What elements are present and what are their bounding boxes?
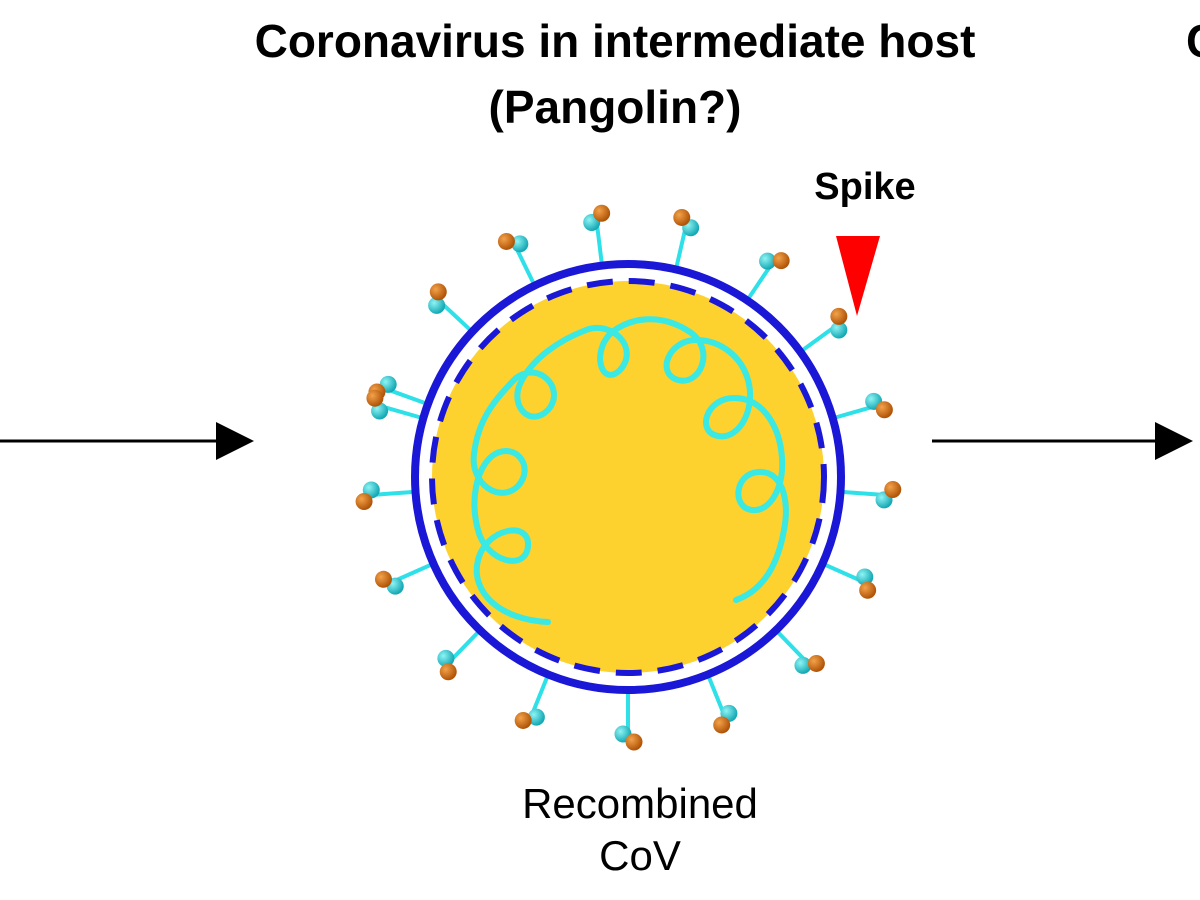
spike-protein xyxy=(514,674,550,729)
spike-stalk xyxy=(531,674,550,712)
spike-protein xyxy=(355,481,415,510)
spike-stalk xyxy=(822,562,860,582)
inner-membrane xyxy=(429,278,827,676)
spike-label: Spike xyxy=(814,166,916,208)
spike-stalk xyxy=(442,303,473,333)
spike-head-part xyxy=(374,570,392,588)
spike-stalk xyxy=(799,327,834,353)
spike-head-part xyxy=(439,663,457,681)
spike-head-part xyxy=(713,716,731,734)
spike-stalk xyxy=(396,562,434,582)
spike-head-part xyxy=(497,232,515,250)
spike-stalk xyxy=(833,405,871,420)
spike-head-part xyxy=(830,307,848,325)
spike-pointer-icon xyxy=(836,236,880,316)
title-line-1: Coronavirus in intermediate host xyxy=(254,15,976,67)
spike-protein xyxy=(833,392,893,420)
spike-protein xyxy=(366,389,423,420)
spike-head-part xyxy=(759,252,777,270)
spike-stalk xyxy=(376,489,415,497)
spike-protein xyxy=(374,562,434,595)
spike-head-part xyxy=(428,296,446,314)
spike-protein xyxy=(775,629,825,674)
virus-particle xyxy=(411,260,845,694)
spike-head-part xyxy=(884,481,902,499)
spike-head-part xyxy=(437,649,455,667)
spike-stalk xyxy=(674,231,687,269)
spike-protein xyxy=(799,307,848,353)
diagram-title: Coronavirus in intermediate host (Pangol… xyxy=(0,8,1200,140)
spike-protein xyxy=(822,562,877,599)
caption-line-1: Recombined xyxy=(522,780,758,827)
spike-head-part xyxy=(429,283,447,301)
spike-head-part xyxy=(807,654,825,672)
spike-stalk xyxy=(746,266,771,301)
rna-genome xyxy=(470,316,789,625)
spike-stalk xyxy=(706,674,725,712)
spike-head-part xyxy=(830,321,848,339)
spike-head-part xyxy=(625,733,643,751)
spike-stalk xyxy=(385,405,423,420)
spike-head-part xyxy=(511,235,529,253)
left-arrow-icon xyxy=(0,422,254,460)
spike-head-part xyxy=(371,402,389,420)
title-line-2: (Pangolin?) xyxy=(488,81,742,133)
spike-protein xyxy=(437,629,481,681)
spike-protein xyxy=(706,674,738,734)
spike-stalk xyxy=(841,489,880,497)
spike-head-part xyxy=(859,581,877,599)
spike-protein xyxy=(841,481,902,509)
spike-protein xyxy=(497,232,536,286)
caption-line-2: CoV xyxy=(599,832,681,879)
spike-head-part xyxy=(856,568,874,586)
spike-head-part xyxy=(527,708,545,726)
spike-protein xyxy=(614,691,643,751)
particle-caption: Recombined CoV xyxy=(480,778,800,882)
spike-protein xyxy=(673,208,700,269)
right-arrow-icon xyxy=(932,422,1193,460)
next-panel-title-fragment: C xyxy=(1186,8,1200,74)
spike-head-part xyxy=(366,389,384,407)
spike-head-part xyxy=(794,656,812,674)
spike-stalk xyxy=(451,629,481,660)
spike-head-part xyxy=(673,208,691,226)
spike-stalk xyxy=(595,226,604,265)
inner-core xyxy=(432,281,824,673)
spike-proteins xyxy=(355,204,902,751)
spike-head-part xyxy=(772,252,790,270)
spike-protein xyxy=(428,283,473,333)
spike-head-part xyxy=(355,492,373,510)
spike-protein xyxy=(583,204,611,265)
spike-stalk xyxy=(515,249,536,286)
spike-stalk xyxy=(390,388,428,406)
spike-protein xyxy=(746,252,790,301)
spike-stalk xyxy=(775,629,805,660)
spike-head-part xyxy=(514,711,532,729)
spike-head-part xyxy=(593,204,611,222)
spike-head-part xyxy=(875,401,893,419)
